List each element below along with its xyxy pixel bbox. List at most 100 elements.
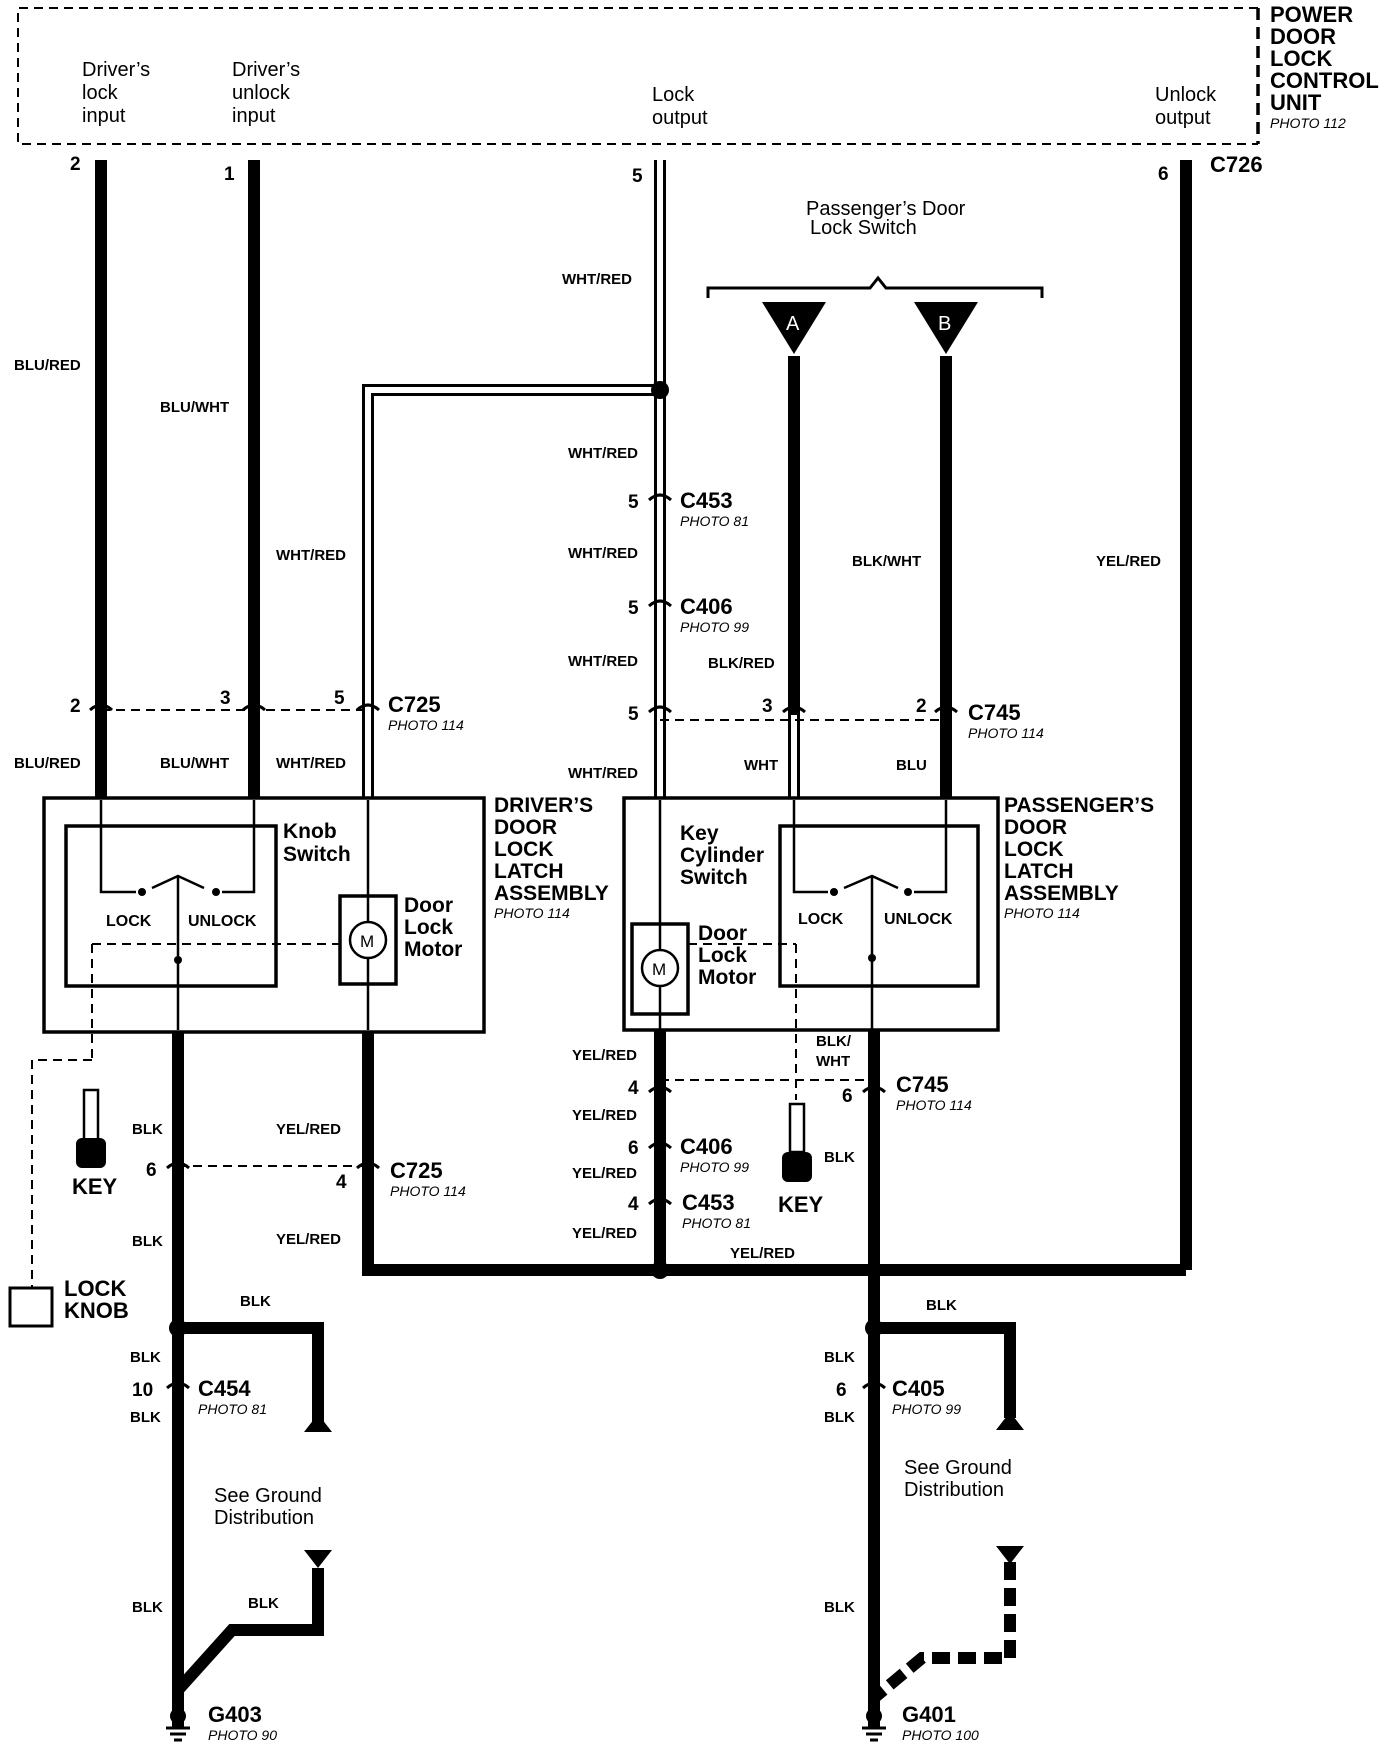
wire-label: BLU/RED [14, 755, 81, 772]
wire-label: BLK [248, 1595, 279, 1612]
passenger-wires [654, 160, 1192, 1728]
pin-label: 6 [842, 1086, 853, 1107]
passenger-switch-label-2: Lock Switch [810, 217, 917, 239]
wire-label: YEL/RED [572, 1047, 637, 1064]
ground-g401-photo: PHOTO 100 [902, 1727, 979, 1743]
pin-label: 5 [628, 704, 639, 725]
driver-lock-label: LOCK [106, 913, 152, 930]
ground-g401: G401 PHOTO 100 [862, 1702, 979, 1743]
ground-note-passenger-1: See Ground [904, 1457, 1012, 1479]
wire-label: YEL/RED [1096, 553, 1161, 570]
passenger-switch-bracket [706, 275, 1044, 298]
lock-knob-icon [8, 1286, 54, 1328]
pin-label: 3 [220, 688, 231, 709]
control-unit-title-5: UNIT [1270, 90, 1322, 115]
driver-key: KEY [31, 1059, 118, 1290]
pin-6-unlock-output: 6 [1158, 164, 1169, 185]
passenger-latch-title-3: LOCK [1004, 838, 1064, 861]
driver-motor-m: M [360, 932, 374, 951]
wire-label: YEL/RED [572, 1107, 637, 1124]
passenger-latch-photo: PHOTO 114 [1004, 905, 1080, 921]
connector-c405-photo: PHOTO 99 [892, 1401, 961, 1417]
lock-output-label-2: output [652, 107, 708, 129]
wire-label: BLK/RED [708, 655, 775, 672]
wire-label: YEL/RED [276, 1231, 341, 1248]
passenger-door-lock-switch: Passenger’s Door Lock Switch A B [706, 198, 1044, 354]
lock-output-label-1: Lock [652, 84, 695, 106]
lock-knob-label-1: LOCK [64, 1276, 126, 1301]
connector-c453-bottom: C453 [682, 1190, 735, 1215]
wire-label: YEL/RED [572, 1225, 637, 1242]
unlock-output-label-1: Unlock [1155, 84, 1217, 106]
passenger-motor-m: M [652, 960, 666, 979]
wire-yel-red-bottom [362, 1030, 1186, 1276]
passenger-switch-label-1: Passenger’s Door [806, 198, 966, 220]
wire-label: WHT/RED [568, 445, 638, 462]
pin-label: 4 [336, 1172, 347, 1193]
pin-label: 5 [628, 598, 639, 619]
connector-c453-bottom-photo: PHOTO 81 [682, 1215, 751, 1231]
wire-label: WHT/RED [568, 765, 638, 782]
wire-label: WHT [816, 1053, 850, 1070]
wire-label: BLK [130, 1349, 161, 1366]
connector-c406-top-photo: PHOTO 99 [680, 619, 749, 635]
connector-c725-bottom: C725 [390, 1158, 443, 1183]
ground-g403-label: G403 [208, 1702, 262, 1727]
control-unit-title-4: CONTROL [1270, 68, 1379, 93]
connector-c454: C454 [198, 1376, 251, 1401]
pin-1-unlock-input: 1 [224, 164, 235, 185]
wire-label: BLK [132, 1121, 163, 1138]
terminal-a-marker [762, 302, 826, 354]
wire-blk-ground-return-passenger [870, 1562, 1016, 1703]
wire-label: WHT [744, 757, 778, 774]
ground-g401-label: G401 [902, 1702, 956, 1727]
ground-g403: G403 PHOTO 90 [166, 1702, 277, 1743]
connector-c453-top-photo: PHOTO 81 [680, 513, 749, 529]
driver-latch-title-2: DOOR [494, 816, 557, 839]
splice-lock-output [651, 381, 669, 399]
driver-unlock-input-label-1: Driver’s [232, 59, 300, 81]
driver-unlock-label: UNLOCK [188, 913, 257, 930]
connector-c726: C726 [1210, 152, 1263, 177]
control-unit-photo: PHOTO 112 [1270, 115, 1346, 131]
connector-c454-photo: PHOTO 81 [198, 1401, 267, 1417]
driver-wires [95, 160, 1186, 1728]
driver-motor-label-3: Motor [404, 938, 462, 961]
control-unit: POWER DOOR LOCK CONTROL UNIT PHOTO 112 D… [17, 2, 1379, 187]
pin-label: 4 [628, 1078, 639, 1099]
control-unit-title-2: DOOR [1270, 24, 1336, 49]
pin-label: 6 [836, 1380, 847, 1401]
passenger-latch-title-1: PASSENGER’S [1004, 794, 1154, 817]
splice-ground-passenger [865, 1319, 883, 1337]
wire-label: YEL/RED [730, 1245, 795, 1262]
passenger-latch-assembly: Key Cylinder Switch LOCK UNLOCK M Door L… [622, 796, 1000, 1100]
wire-label: BLU [896, 757, 927, 774]
pin-label: 2 [70, 696, 81, 717]
passenger-latch-title-5: ASSEMBLY [1004, 882, 1119, 905]
wire-label: YEL/RED [276, 1121, 341, 1138]
wire-label: BLK [824, 1599, 855, 1616]
passenger-key-label: KEY [778, 1192, 824, 1217]
pin-label: 6 [628, 1138, 639, 1159]
key-icon [788, 1102, 806, 1154]
driver-motor-label-2: Lock [404, 916, 453, 939]
pin-label: 6 [146, 1160, 157, 1181]
pin-2-lock-input: 2 [70, 154, 81, 175]
knob-switch-box [64, 824, 278, 988]
driver-lock-input-label-3: input [82, 105, 126, 127]
ground-note-driver-2: Distribution [214, 1507, 314, 1529]
wire-label: BLK [130, 1409, 161, 1426]
pin-label: 4 [628, 1194, 639, 1215]
wire-label: YEL/RED [572, 1165, 637, 1182]
passenger-latch-title-2: DOOR [1004, 816, 1067, 839]
terminal-b-marker [914, 302, 978, 354]
passenger-lock-label: LOCK [798, 911, 844, 928]
connector-c745-top-photo: PHOTO 114 [968, 725, 1044, 741]
wire-label: BLU/RED [14, 357, 81, 374]
connector-c725-top-photo: PHOTO 114 [388, 717, 464, 733]
driver-latch-title-3: LOCK [494, 838, 554, 861]
wire-label: BLK [824, 1409, 855, 1426]
splice-unlock-bottom [651, 1261, 669, 1279]
pin-label: 3 [762, 696, 773, 717]
driver-lock-input-label-1: Driver’s [82, 59, 150, 81]
